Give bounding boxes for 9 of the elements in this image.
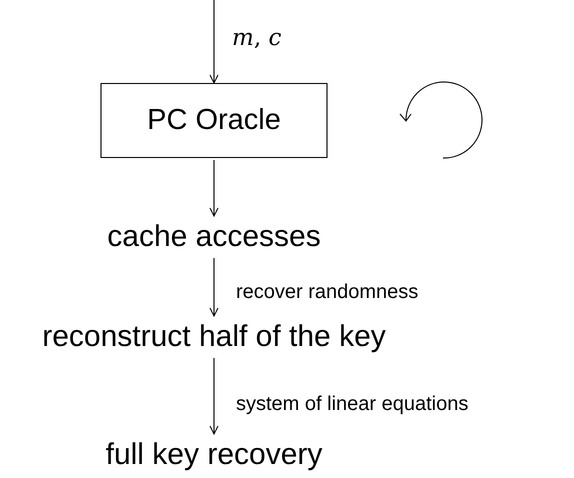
box-label: PC Oracle: [147, 103, 281, 138]
process-box: [100, 83, 328, 158]
arrow: [210, 160, 218, 216]
step-label: cache accesses: [107, 219, 321, 255]
arrow: [210, 358, 218, 434]
step-label: full key recovery: [106, 437, 322, 473]
arrow: [210, 0, 218, 84]
arrow: [210, 258, 218, 316]
step-label: reconstruct half of the key: [42, 319, 386, 355]
